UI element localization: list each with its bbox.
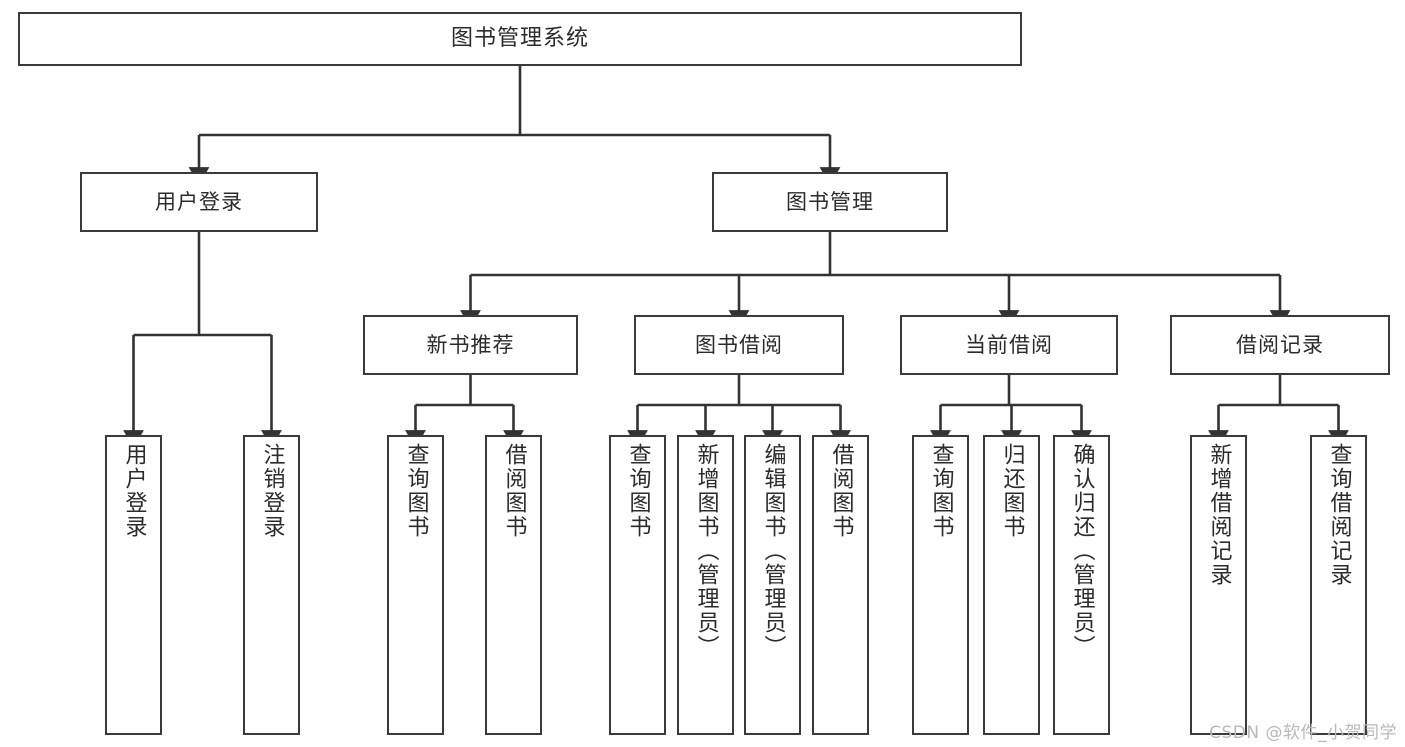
node-label: 归还图书 [999, 443, 1025, 539]
node-label: 图书管理 [786, 189, 874, 214]
node-leaf11[interactable]: 确认归还（管理员） [1053, 435, 1110, 735]
node-leaf4[interactable]: 借阅图书 [485, 435, 542, 735]
node-bookmgmt[interactable]: 图书管理 [712, 172, 948, 232]
node-leaf3[interactable]: 查询图书 [387, 435, 444, 735]
node-label: 查询图书 [625, 443, 651, 539]
node-label: 图书借阅 [695, 332, 783, 357]
node-label: 新书推荐 [426, 332, 515, 357]
watermark-label: CSDN @软件_小贺同学 [1209, 723, 1397, 743]
edges-group [123, 66, 1349, 449]
node-newbook[interactable]: 新书推荐 [363, 315, 578, 375]
node-leaf12[interactable]: 新增借阅记录 [1190, 435, 1247, 735]
node-leaf8[interactable]: 借阅图书 [812, 435, 869, 735]
node-leaf13[interactable]: 查询借阅记录 [1310, 435, 1367, 735]
node-leaf9[interactable]: 查询图书 [912, 435, 969, 735]
node-label: 当前借阅 [965, 332, 1053, 357]
node-label: 查询借阅记录 [1326, 443, 1352, 587]
node-label: 借阅图书 [501, 443, 527, 539]
node-label: 新增借阅记录 [1206, 443, 1232, 587]
node-label: 用户登录 [121, 443, 147, 539]
node-current[interactable]: 当前借阅 [900, 315, 1118, 375]
node-records[interactable]: 借阅记录 [1170, 315, 1390, 375]
node-label: 查询图书 [403, 443, 429, 539]
node-leaf10[interactable]: 归还图书 [983, 435, 1040, 735]
node-leaf1[interactable]: 用户登录 [105, 435, 162, 735]
node-label: 注销登录 [259, 443, 285, 539]
node-label: 借阅记录 [1236, 332, 1324, 357]
node-leaf5[interactable]: 查询图书 [609, 435, 666, 735]
node-label: 用户登录 [155, 189, 243, 214]
node-label: 新增图书（管理员） [693, 443, 719, 659]
node-login[interactable]: 用户登录 [80, 172, 318, 232]
node-label: 编辑图书（管理员） [760, 443, 786, 659]
node-label: 借阅图书 [828, 443, 854, 539]
node-leaf2[interactable]: 注销登录 [243, 435, 300, 735]
node-borrow[interactable]: 图书借阅 [634, 315, 844, 375]
node-root[interactable]: 图书管理系统 [18, 12, 1022, 66]
node-leaf7[interactable]: 编辑图书（管理员） [744, 435, 801, 735]
node-label: 查询图书 [928, 443, 954, 539]
node-leaf6[interactable]: 新增图书（管理员） [677, 435, 734, 735]
node-label: 确认归还（管理员） [1069, 443, 1095, 659]
node-label: 图书管理系统 [450, 26, 589, 52]
